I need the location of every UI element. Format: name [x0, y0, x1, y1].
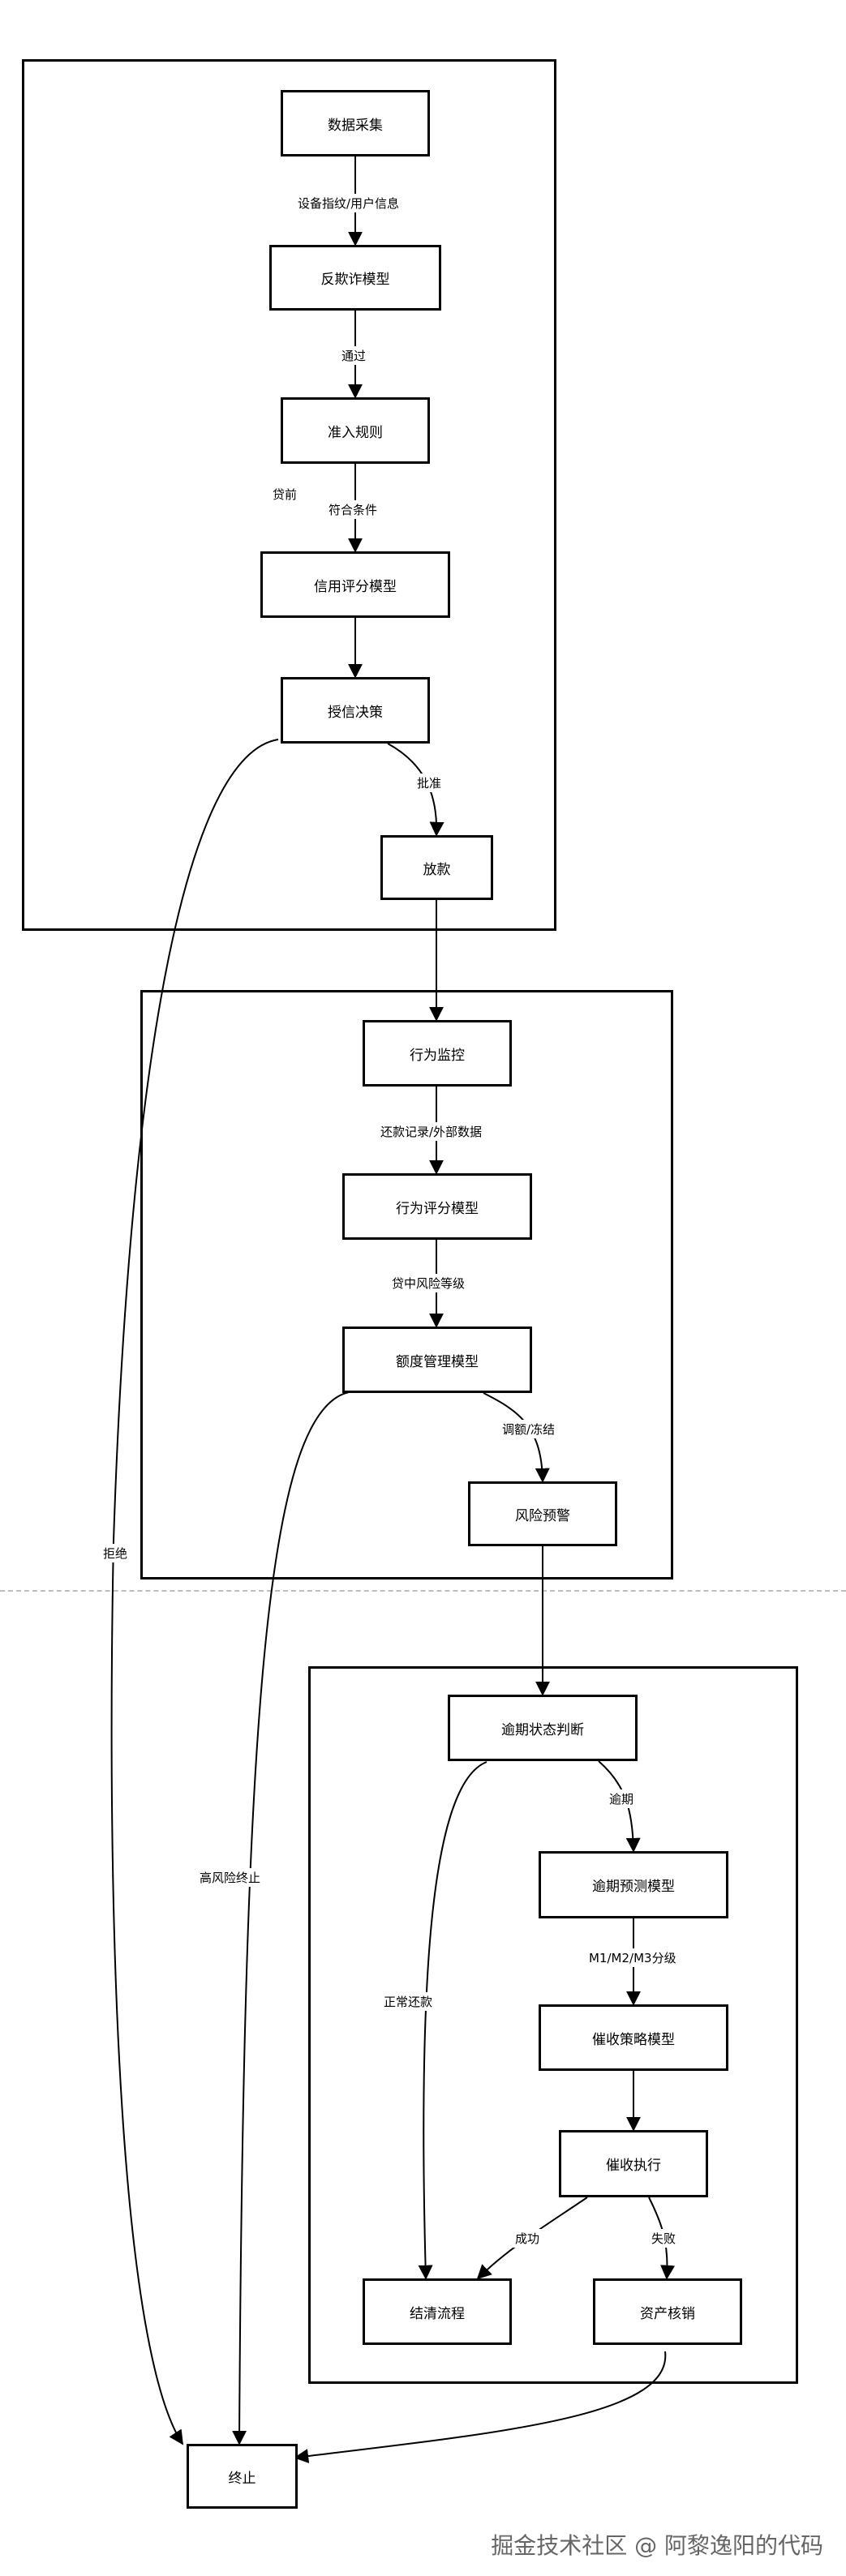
node-overdue-judge: 逾期状态判断 — [448, 1695, 638, 1761]
edge-overdue-settle — [418, 1761, 487, 2280]
label-normal-repay: 正常还款 — [381, 1992, 436, 2011]
label-approve: 批准 — [414, 774, 444, 792]
node-settle: 结清流程 — [363, 2278, 512, 2345]
post-loan-group — [308, 1666, 798, 2384]
node-asset-writeoff: 资产核销 — [593, 2278, 742, 2345]
edge-writeoff-terminate — [294, 2351, 667, 2463]
edge-decision-terminate — [110, 739, 279, 2445]
watermark-footer: 掘金技术社区 @ 阿黎逸阳的代码 — [491, 2532, 823, 2559]
node-access-rules: 准入规则 — [281, 397, 430, 464]
node-loan: 放款 — [380, 835, 493, 900]
label-adjust-freeze: 调额/冻结 — [500, 1420, 558, 1438]
node-credit-decision: 授信决策 — [281, 677, 430, 744]
in-loan-group — [140, 990, 673, 1579]
node-anti-fraud: 反欺诈模型 — [269, 245, 441, 311]
node-overdue-predict: 逾期预测模型 — [539, 1851, 728, 1918]
node-collection-strategy: 催收策略模型 — [539, 2004, 728, 2071]
label-high-risk-stop: 高风险终止 — [197, 1868, 264, 1887]
node-credit-score: 信用评分模型 — [260, 551, 450, 618]
node-risk-alert: 风险预警 — [468, 1481, 617, 1546]
label-pass: 通过 — [339, 346, 369, 365]
label-reject: 拒绝 — [101, 1544, 131, 1562]
label-grade: M1/M2/M3分级 — [586, 1948, 679, 1967]
label-device-info: 设备指纹/用户信息 — [295, 194, 402, 212]
edge-limit-terminate — [232, 1391, 350, 2445]
label-qualified: 符合条件 — [326, 500, 380, 519]
node-limit-mgmt: 额度管理模型 — [342, 1327, 532, 1393]
label-overdue: 逾期 — [607, 1789, 637, 1808]
node-data-collect: 数据采集 — [281, 90, 430, 156]
node-behavior-monitor: 行为监控 — [363, 1020, 512, 1087]
label-fail: 失败 — [649, 2229, 679, 2248]
node-terminate: 终止 — [187, 2444, 298, 2509]
label-success: 成功 — [513, 2229, 543, 2248]
label-repay-data: 还款记录/外部数据 — [378, 1122, 485, 1141]
pre-loan-group — [22, 59, 556, 931]
label-pre-loan: 贷前 — [270, 485, 300, 504]
stage-separator — [0, 1590, 846, 1592]
node-collection-exec: 催收执行 — [559, 2130, 708, 2197]
label-risk-level: 贷中风险等级 — [389, 1274, 468, 1292]
node-behavior-score: 行为评分模型 — [342, 1173, 532, 1240]
